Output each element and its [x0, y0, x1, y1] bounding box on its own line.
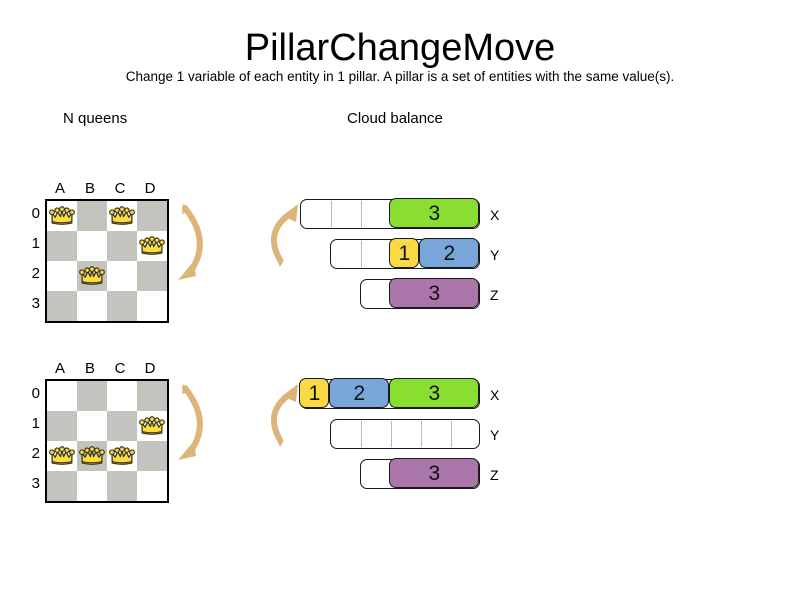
- board-row-label-1-before: 1: [31, 235, 40, 252]
- board-cell-b0-after[interactable]: [77, 381, 107, 411]
- board-cell-c1-after[interactable]: [107, 411, 137, 441]
- cloud-computer-label-x-after: X: [490, 387, 500, 403]
- queen-crown-icon[interactable]: [49, 205, 75, 227]
- board-row-label-3-before: 3: [31, 295, 40, 312]
- board-cell-d3-after[interactable]: [137, 471, 167, 501]
- cloud-computer-bar-y-after[interactable]: [330, 419, 480, 449]
- bar-unit-divider: [451, 421, 452, 447]
- cloud-process-segment-2[interactable]: 2: [419, 238, 480, 269]
- board-cell-c0-after[interactable]: [107, 381, 137, 411]
- cloud-process-segment-3[interactable]: 3: [389, 198, 480, 229]
- page-title: PillarChangeMove: [244, 27, 556, 69]
- board-column-label-b-before: B: [84, 180, 95, 197]
- board-cell-c2-before[interactable]: [107, 261, 137, 291]
- cloud-computer-bar-x-before[interactable]: 3: [300, 198, 480, 229]
- bar-unit-divider: [421, 421, 422, 447]
- cloud-process-segment-1[interactable]: 1: [299, 378, 330, 409]
- section-label-n-queens: N queens: [63, 110, 128, 127]
- queen-crown-icon[interactable]: [49, 445, 75, 467]
- chessboard-after: [45, 379, 169, 503]
- board-cell-d2-after[interactable]: [137, 441, 167, 471]
- board-column-label-c-before: C: [114, 180, 126, 197]
- curved-arrow-up-icon-cloud-before: [266, 198, 308, 270]
- board-cell-b0-before[interactable]: [77, 201, 107, 231]
- cloud-process-segment-3[interactable]: 3: [389, 458, 480, 489]
- queen-crown-icon[interactable]: [109, 205, 135, 227]
- page-subtitle: Change 1 variable of each entity in 1 pi…: [125, 69, 675, 84]
- board-cell-a1-after[interactable]: [47, 411, 77, 441]
- cloud-computer-label-y-after: Y: [490, 427, 500, 443]
- curved-arrow-up-icon-cloud-after: [266, 378, 308, 450]
- board-column-label-d-before: D: [144, 180, 156, 197]
- board-cell-d2-before[interactable]: [137, 261, 167, 291]
- cloud-process-segment-2[interactable]: 2: [329, 378, 390, 409]
- board-cell-b3-after[interactable]: [77, 471, 107, 501]
- board-cell-a1-before[interactable]: [47, 231, 77, 261]
- curved-arrow-down-icon-queens-before: [172, 198, 218, 288]
- cloud-process-segment-3[interactable]: 3: [389, 278, 480, 309]
- board-cell-a2-before[interactable]: [47, 261, 77, 291]
- cloud-computer-label-y-before: Y: [490, 247, 500, 263]
- bar-unit-divider: [391, 421, 392, 447]
- board-column-label-d-after: D: [144, 360, 156, 377]
- chessboard-before: [45, 199, 169, 323]
- board-cell-b1-after[interactable]: [77, 411, 107, 441]
- board-cell-d0-before[interactable]: [137, 201, 167, 231]
- board-row-label-3-after: 3: [31, 475, 40, 492]
- board-row-label-1-after: 1: [31, 415, 40, 432]
- board-cell-d3-before[interactable]: [137, 291, 167, 321]
- board-row-label-0-after: 0: [31, 385, 40, 402]
- bar-unit-divider: [361, 241, 362, 267]
- board-cell-c1-before[interactable]: [107, 231, 137, 261]
- cloud-process-segment-1[interactable]: 1: [389, 238, 420, 269]
- section-label-cloud-balance: Cloud balance: [347, 110, 443, 127]
- board-cell-b1-before[interactable]: [77, 231, 107, 261]
- board-column-label-b-after: B: [84, 360, 95, 377]
- bar-unit-divider: [331, 201, 332, 227]
- board-column-label-c-after: C: [114, 360, 126, 377]
- curved-arrow-down-icon-queens-after: [172, 378, 218, 468]
- board-cell-c3-before[interactable]: [107, 291, 137, 321]
- cloud-computer-label-z-before: Z: [490, 287, 499, 303]
- cloud-computer-label-x-before: X: [490, 207, 500, 223]
- board-cell-d0-after[interactable]: [137, 381, 167, 411]
- board-cell-a3-before[interactable]: [47, 291, 77, 321]
- cloud-process-segment-3[interactable]: 3: [389, 378, 480, 409]
- board-cell-a3-after[interactable]: [47, 471, 77, 501]
- bar-unit-divider: [361, 421, 362, 447]
- cloud-computer-bar-z-after[interactable]: 3: [360, 458, 480, 489]
- cloud-computer-label-z-after: Z: [490, 467, 499, 483]
- queen-crown-icon[interactable]: [139, 235, 165, 257]
- board-row-label-0-before: 0: [31, 205, 40, 222]
- cloud-computer-bar-z-before[interactable]: 3: [360, 278, 480, 309]
- board-cell-b3-before[interactable]: [77, 291, 107, 321]
- queen-crown-icon[interactable]: [79, 265, 105, 287]
- bar-unit-divider: [361, 201, 362, 227]
- board-row-label-2-after: 2: [31, 445, 40, 462]
- board-column-label-a-before: A: [54, 180, 65, 197]
- board-column-label-a-after: A: [54, 360, 65, 377]
- queen-crown-icon[interactable]: [139, 415, 165, 437]
- board-cell-c3-after[interactable]: [107, 471, 137, 501]
- queen-crown-icon[interactable]: [79, 445, 105, 467]
- board-row-label-2-before: 2: [31, 265, 40, 282]
- board-cell-a0-after[interactable]: [47, 381, 77, 411]
- queen-crown-icon[interactable]: [109, 445, 135, 467]
